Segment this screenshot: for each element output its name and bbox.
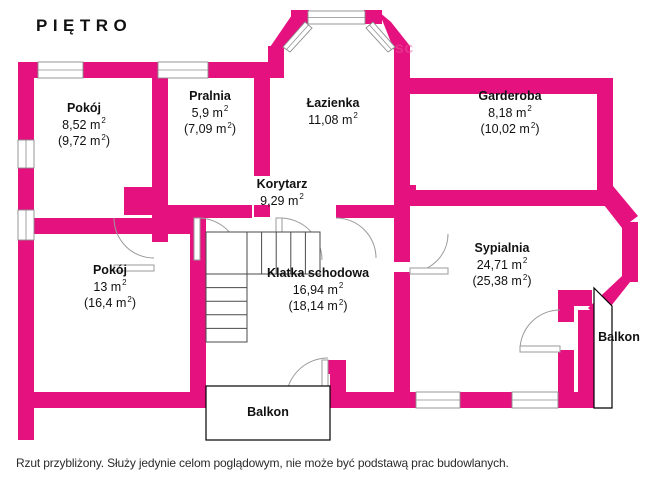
wall-interior-pokoj1-pralnia xyxy=(152,62,168,187)
wall-exterior-top-seg-2 xyxy=(208,62,270,78)
wall-group xyxy=(18,10,638,440)
window-bay-right xyxy=(365,21,396,53)
stair-landing xyxy=(205,231,248,275)
window-bottom-2 xyxy=(511,391,559,409)
wall-bay-angle-right xyxy=(379,12,410,50)
wall-exterior-top-corner-left xyxy=(18,62,38,78)
door-sypialnia xyxy=(409,233,449,275)
wall-exterior-bottom-left xyxy=(18,392,206,408)
disclaimer-text: Rzut przybliżony. Służy jedynie celom po… xyxy=(16,456,509,470)
wall-bay-left-vertical xyxy=(268,46,284,78)
wall-balcony-right-left xyxy=(558,350,574,408)
wall-balcony-right-jog-v xyxy=(558,290,574,322)
door-pokoj1 xyxy=(113,217,155,272)
wall-interior-pokoj2-right xyxy=(190,218,206,408)
page-title: PIĘTRO xyxy=(36,16,133,35)
wall-exterior-right-upper xyxy=(597,78,613,206)
wall-exterior-right-angle-out xyxy=(597,186,638,228)
window-bottom-1 xyxy=(415,391,461,409)
wall-bay-top-right-corner xyxy=(364,10,382,24)
wall-exterior-bottom-left-stub xyxy=(18,392,34,440)
wall-exterior-top-seg-1 xyxy=(83,62,158,78)
stair-flight-upper xyxy=(246,231,321,275)
wall-exterior-bottom-seg-a xyxy=(412,392,416,408)
door-korytarz-right xyxy=(335,217,377,259)
wall-interior-korytarz-top-right xyxy=(336,205,404,218)
wall-interior-korytarz-top-left xyxy=(152,205,252,218)
wall-exterior-top-right xyxy=(394,78,613,94)
window-top-2 xyxy=(157,61,209,79)
window-top-1 xyxy=(37,61,84,79)
balcony-right-outline xyxy=(593,286,613,409)
wall-exterior-bottom-seg-b xyxy=(460,392,512,408)
window-left-1 xyxy=(17,139,35,169)
stair-flight-lower xyxy=(205,273,248,343)
wall-interior-korytarz-stub xyxy=(152,218,168,242)
balcony-lower-outline xyxy=(205,385,331,441)
wall-balcony-lower-left xyxy=(190,392,206,408)
balcony-outline-group xyxy=(205,286,613,441)
window-left-2 xyxy=(17,209,35,241)
door-balkon-right xyxy=(519,309,561,353)
wall-bay-top-left-corner xyxy=(291,10,309,24)
wall-interior-klatka-sypialnia xyxy=(394,272,410,408)
wall-exterior-right-lower xyxy=(622,222,638,282)
wall-interior-pralnia-lazienka-low xyxy=(254,205,270,217)
wall-interior-pokoj2-top xyxy=(18,218,158,234)
wall-exterior-bottom-mid xyxy=(330,392,412,408)
wall-interior-lazienka-right xyxy=(394,94,410,262)
wall-interior-garderoba-bottom xyxy=(410,190,600,206)
wall-interior-pralnia-lazienka xyxy=(254,78,270,176)
wall-exterior-right-balcony-wall xyxy=(578,310,594,392)
wall-exterior-left-mid xyxy=(18,168,34,210)
wall-bay-right-vertical xyxy=(394,46,410,78)
staircase xyxy=(205,231,321,343)
window-bay-center xyxy=(307,10,366,25)
wall-exterior-left-lower xyxy=(18,240,34,408)
wall-exterior-left-upper xyxy=(18,62,34,140)
window-bay-left xyxy=(282,21,313,53)
window-group xyxy=(17,10,559,409)
